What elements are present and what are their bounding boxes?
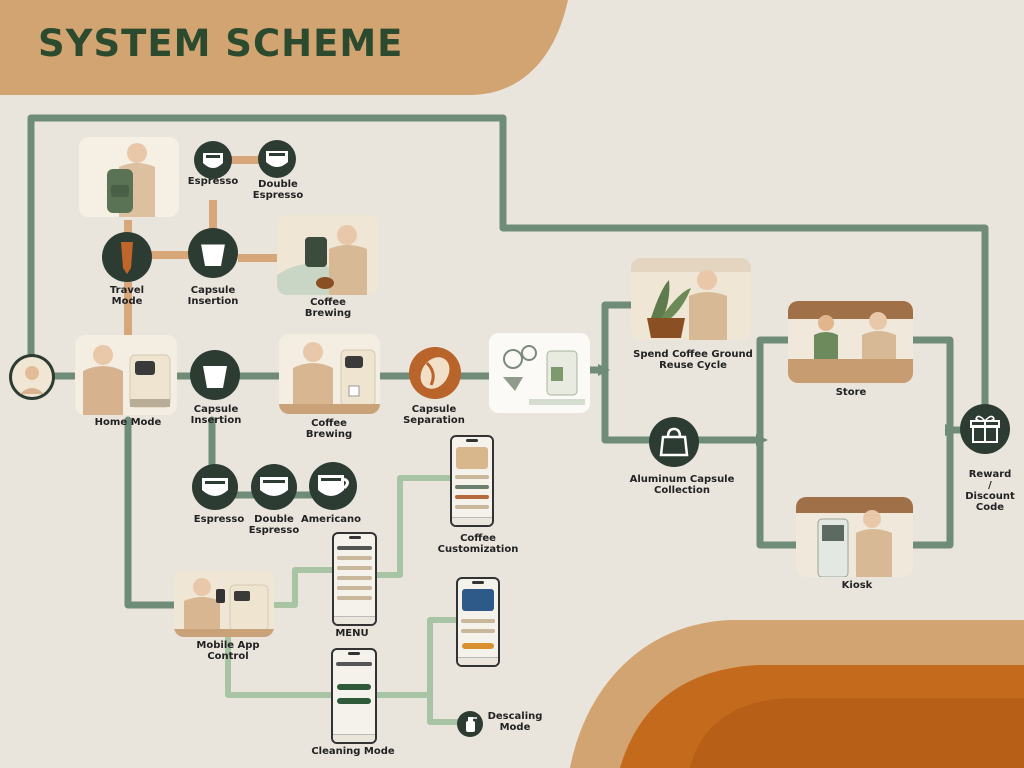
user-avatar-icon — [9, 354, 55, 400]
espresso-cup-icon-bottom — [192, 464, 238, 510]
coffee-brewing-home-illustration — [279, 334, 380, 414]
gift-box-icon — [960, 404, 1010, 454]
label-home-mode: Home Mode — [94, 417, 162, 428]
label-menu: MENU — [335, 628, 369, 639]
label-capsule-insertion-top: Capsule Insertion — [187, 285, 239, 307]
label-coffee-brewing-mid: Coffee Brewing — [305, 418, 353, 440]
arrow-heads — [598, 364, 957, 446]
descaling-phone — [456, 577, 500, 667]
double-espresso-cup-icon-top — [258, 140, 296, 178]
label-double-espresso-top: Double Espresso — [252, 179, 304, 201]
label-descaling-mode: Descaling Mode — [487, 711, 543, 733]
page-title: SYSTEM SCHEME — [38, 22, 404, 65]
espresso-cup-icon-top — [194, 141, 232, 179]
app-flow-lines — [225, 475, 463, 725]
label-americano: Americano — [301, 514, 361, 525]
label-spend-coffee-ground: Spend Coffee Ground Reuse Cycle — [633, 349, 753, 371]
coffee-bean-icon — [409, 347, 461, 399]
header-shape — [0, 0, 568, 95]
label-espresso-bottom: Espresso — [193, 514, 245, 525]
label-capsule-insertion-mid: Capsule Insertion — [190, 404, 242, 426]
kiosk-illustration — [796, 497, 913, 577]
label-aluminum-capsule: Aluminum Capsule Collection — [629, 474, 735, 496]
label-store: Store — [835, 387, 867, 398]
label-capsule-separation: Capsule Separation — [403, 404, 465, 426]
label-mobile-app-control: Mobile App Control — [196, 640, 260, 662]
label-travel-mode: Travel Mode — [109, 285, 145, 307]
store-illustration — [788, 301, 913, 383]
capsule-icon-mid — [190, 350, 240, 400]
label-kiosk: Kiosk — [841, 580, 873, 591]
menu-phone — [332, 532, 377, 626]
double-espresso-cup-icon-bottom — [251, 464, 297, 510]
home-mode-illustration — [75, 335, 177, 415]
recycle-bag-icon — [649, 417, 699, 467]
americano-cup-icon — [309, 462, 357, 510]
label-espresso-top: Espresso — [187, 176, 239, 187]
label-coffee-brewing-top: Coffee Brewing — [304, 297, 352, 319]
travel-backpack-illustration — [79, 137, 179, 217]
travel-bottle-icon — [102, 232, 152, 282]
coffee-brewing-travel-illustration — [277, 215, 379, 295]
corner-shape-deep — [690, 698, 1024, 768]
coffee-customization-phone — [450, 435, 494, 527]
label-coffee-customization: Coffee Customization — [437, 533, 519, 555]
label-reward: Reward / Discount Code — [965, 469, 1015, 513]
label-double-espresso-bottom: Double Espresso — [248, 514, 300, 536]
capsule-icon-top — [188, 228, 238, 278]
spray-bottle-icon — [457, 711, 483, 737]
cleaning-mode-phone — [331, 648, 377, 744]
capsule-separation-illustration — [489, 333, 590, 413]
label-cleaning-mode: Cleaning Mode — [311, 746, 395, 757]
mobile-app-control-illustration — [174, 571, 274, 637]
spend-coffee-ground-illustration — [631, 258, 751, 340]
